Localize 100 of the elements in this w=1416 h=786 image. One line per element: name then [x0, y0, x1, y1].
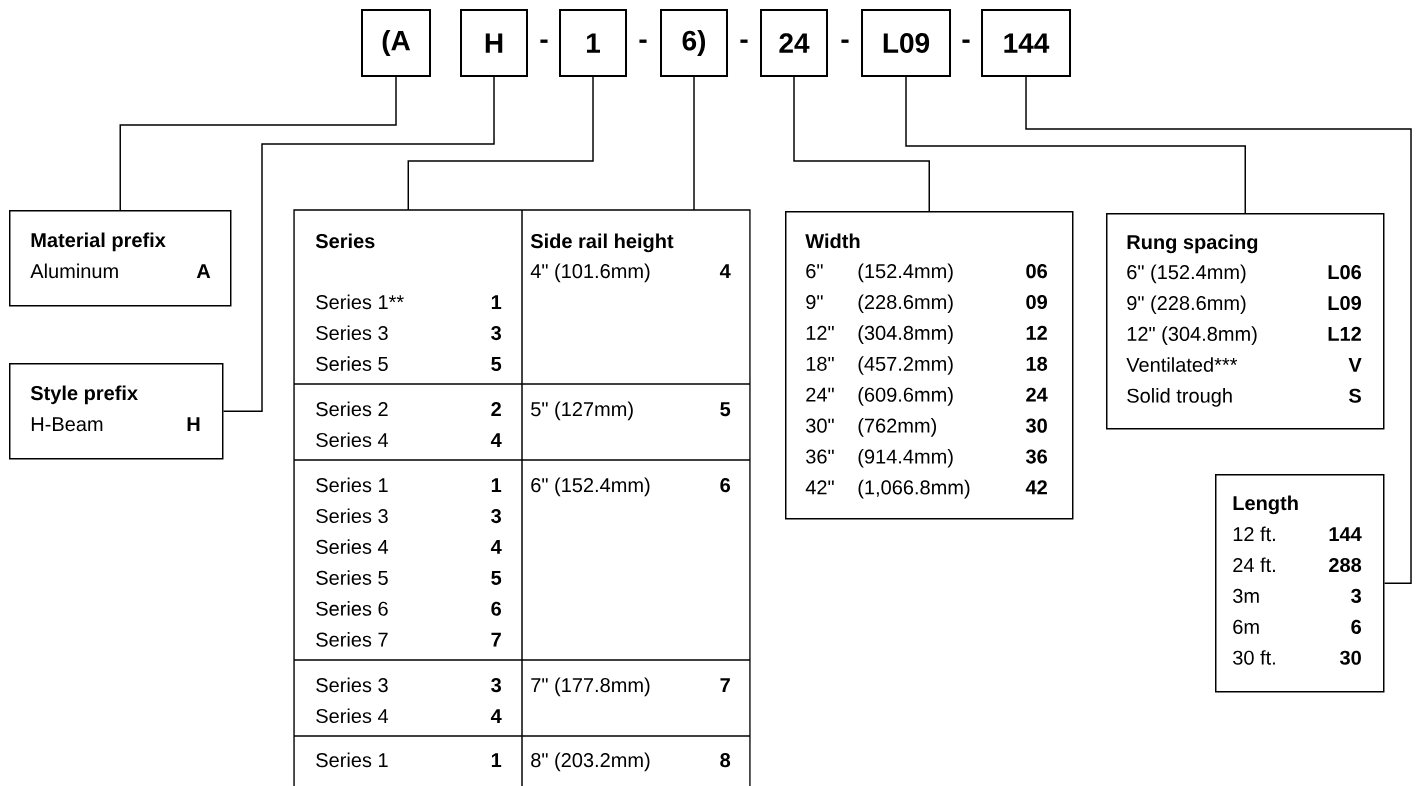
- option-code: 4: [719, 264, 731, 278]
- option-label: 12" (304.8mm): [1127, 326, 1257, 345]
- option-label: 30": [806, 418, 834, 433]
- code-box: 24: [760, 9, 828, 77]
- option-code: V: [1348, 357, 1362, 372]
- option-code: 30: [1339, 650, 1361, 665]
- dash-separator: -: [639, 39, 647, 43]
- option-label: 3m: [1233, 588, 1259, 603]
- option-label: 24": [806, 387, 834, 402]
- option-code: 1: [491, 295, 502, 309]
- option-code: L12: [1328, 326, 1361, 341]
- dash-separator: -: [962, 39, 970, 43]
- option-code: 4: [490, 433, 502, 447]
- option-code: 42: [1025, 480, 1047, 495]
- option-box: [785, 211, 1074, 520]
- option-code: 288: [1329, 557, 1362, 573]
- code-box: (A: [361, 9, 431, 77]
- option-label: Series 1: [316, 477, 388, 493]
- option-label: 42": [805, 480, 834, 495]
- option-label: Series 4: [316, 708, 389, 724]
- connector-line: [222, 76, 495, 412]
- option-label: (304.8mm): [858, 325, 953, 344]
- option-label: Series 6: [316, 601, 388, 616]
- option-code: 09: [1026, 294, 1047, 310]
- option-label: Series 4: [316, 432, 389, 448]
- option-label: 24 ft.: [1233, 557, 1275, 573]
- option-code: 1: [491, 478, 502, 492]
- option-code: 3: [491, 325, 501, 341]
- heading-text: Series: [315, 233, 375, 249]
- option-code: 3: [491, 678, 501, 693]
- option-label: Series 2: [316, 401, 388, 417]
- option-code: A: [196, 264, 211, 278]
- heading-text: Width: [805, 233, 860, 249]
- option-code: L06: [1328, 265, 1361, 280]
- prefix-box: [9, 363, 224, 460]
- option-label: 12 ft.: [1233, 526, 1275, 542]
- option-code: 30: [1025, 418, 1047, 433]
- code-box: H: [460, 9, 528, 77]
- option-label: (457.2mm): [858, 356, 953, 375]
- option-label: 18": [806, 356, 834, 371]
- code-box: 1: [559, 9, 627, 77]
- option-label: 6" (152.4mm): [531, 477, 650, 497]
- heading-text: Length: [1233, 495, 1298, 515]
- option-label: (609.6mm): [858, 387, 953, 406]
- heading-text: Rung spacing: [1127, 234, 1258, 254]
- dash-separator: -: [540, 39, 548, 43]
- option-label: 6": [806, 264, 823, 279]
- option-label: 5" (127mm): [531, 401, 633, 421]
- option-label: 12": [806, 325, 834, 340]
- dash-separator: -: [841, 39, 849, 43]
- option-label: Series 3: [316, 325, 388, 341]
- option-code: 7: [491, 632, 501, 647]
- option-code: 06: [1026, 264, 1047, 279]
- option-code: L09: [1328, 295, 1361, 311]
- option-label: Series 1**: [316, 294, 404, 310]
- option-label: (152.4mm): [858, 263, 953, 283]
- option-label: Series 3: [316, 508, 388, 524]
- option-label: Ventilated***: [1126, 357, 1238, 372]
- option-label: Series 1: [316, 752, 388, 768]
- heading-text: Material prefix: [31, 232, 166, 252]
- option-box: [1215, 474, 1385, 693]
- option-label: 4" (101.6mm): [530, 263, 650, 283]
- option-code: 5: [491, 357, 502, 371]
- option-label: Solid trough: [1127, 388, 1232, 407]
- heading-text: Style prefix: [30, 385, 138, 405]
- prefix-box: [9, 210, 232, 307]
- option-code: 5: [491, 570, 502, 585]
- option-label: (1,066.8mm): [858, 479, 970, 499]
- connector-line: [119, 76, 397, 211]
- option-code: 24: [1026, 387, 1048, 402]
- option-code: 36: [1025, 449, 1047, 464]
- option-code: H: [187, 417, 200, 431]
- option-label: Series 5: [316, 570, 388, 585]
- option-code: 1: [491, 753, 502, 767]
- option-label: (914.4mm): [858, 448, 953, 468]
- option-code: 3: [1351, 588, 1361, 604]
- option-code: 8: [720, 753, 731, 768]
- option-code: 3: [491, 508, 501, 524]
- option-label: 8" (203.2mm): [531, 752, 650, 772]
- option-code: 144: [1329, 527, 1362, 541]
- option-label: Series 5: [316, 356, 388, 371]
- option-code: 5: [720, 402, 731, 417]
- connector-line: [905, 76, 1246, 214]
- option-label: 7" (177.8mm): [531, 677, 650, 697]
- option-label: Aluminum: [30, 263, 118, 279]
- option-label: Series 7: [316, 632, 388, 647]
- code-box: 144: [981, 9, 1071, 77]
- option-code: 2: [491, 402, 501, 416]
- code-box: L09: [861, 9, 951, 77]
- option-label: (228.6mm): [858, 294, 953, 314]
- option-code: 6: [491, 601, 501, 616]
- connector-line: [1025, 76, 1412, 584]
- option-label: Series 4: [316, 539, 389, 554]
- code-box: 6): [660, 9, 728, 77]
- dash-separator: -: [740, 39, 748, 43]
- option-code: 4: [490, 709, 502, 723]
- option-label: 6" (152.4mm): [1127, 264, 1246, 284]
- option-code: 12: [1026, 325, 1047, 340]
- connector-line: [407, 76, 594, 211]
- connector-line: [793, 76, 930, 212]
